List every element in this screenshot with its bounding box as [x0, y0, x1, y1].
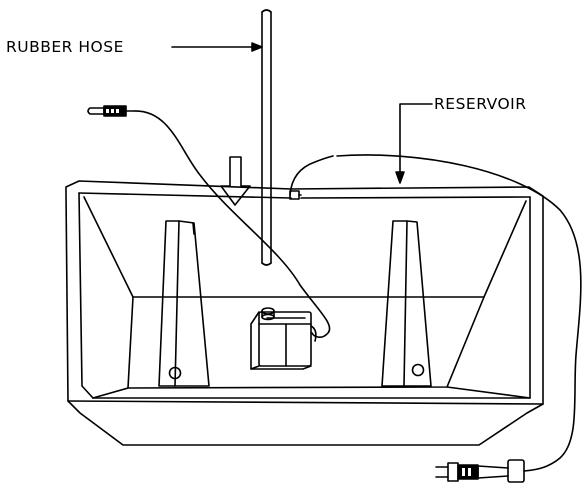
power-plug-icon — [435, 459, 525, 483]
reservoir-leader — [395, 103, 433, 184]
right-post-hole — [411, 363, 425, 377]
left-post-hole — [168, 366, 182, 380]
hose-leader — [171, 42, 263, 52]
tub-corner-back-right — [483, 200, 527, 298]
rubber-hose — [261, 9, 272, 266]
left-support-post — [158, 220, 210, 387]
right-support-post — [381, 220, 432, 387]
power-cord — [289, 154, 582, 472]
label-reservoir: RESERVOIR — [434, 95, 527, 113]
pump — [250, 307, 317, 370]
tub-rim-top-inner-right — [300, 196, 531, 199]
tub-corner-back-left — [83, 196, 134, 298]
reservoir-tub — [65, 180, 544, 446]
tub-rim-inner — [78, 192, 531, 399]
tub-corner-front-right — [446, 386, 531, 399]
tub-front-bottom — [67, 400, 544, 405]
tub-rim-top-inner — [78, 192, 292, 199]
down-arrow-icon — [220, 156, 251, 206]
tub-rim-outer — [65, 180, 544, 446]
plug-icon — [87, 105, 135, 117]
label-rubber-hose: RUBBER HOSE — [6, 38, 124, 56]
tub-corner-front-left — [92, 387, 129, 399]
probe-cable — [133, 110, 331, 338]
pump-nozzle — [261, 307, 275, 315]
